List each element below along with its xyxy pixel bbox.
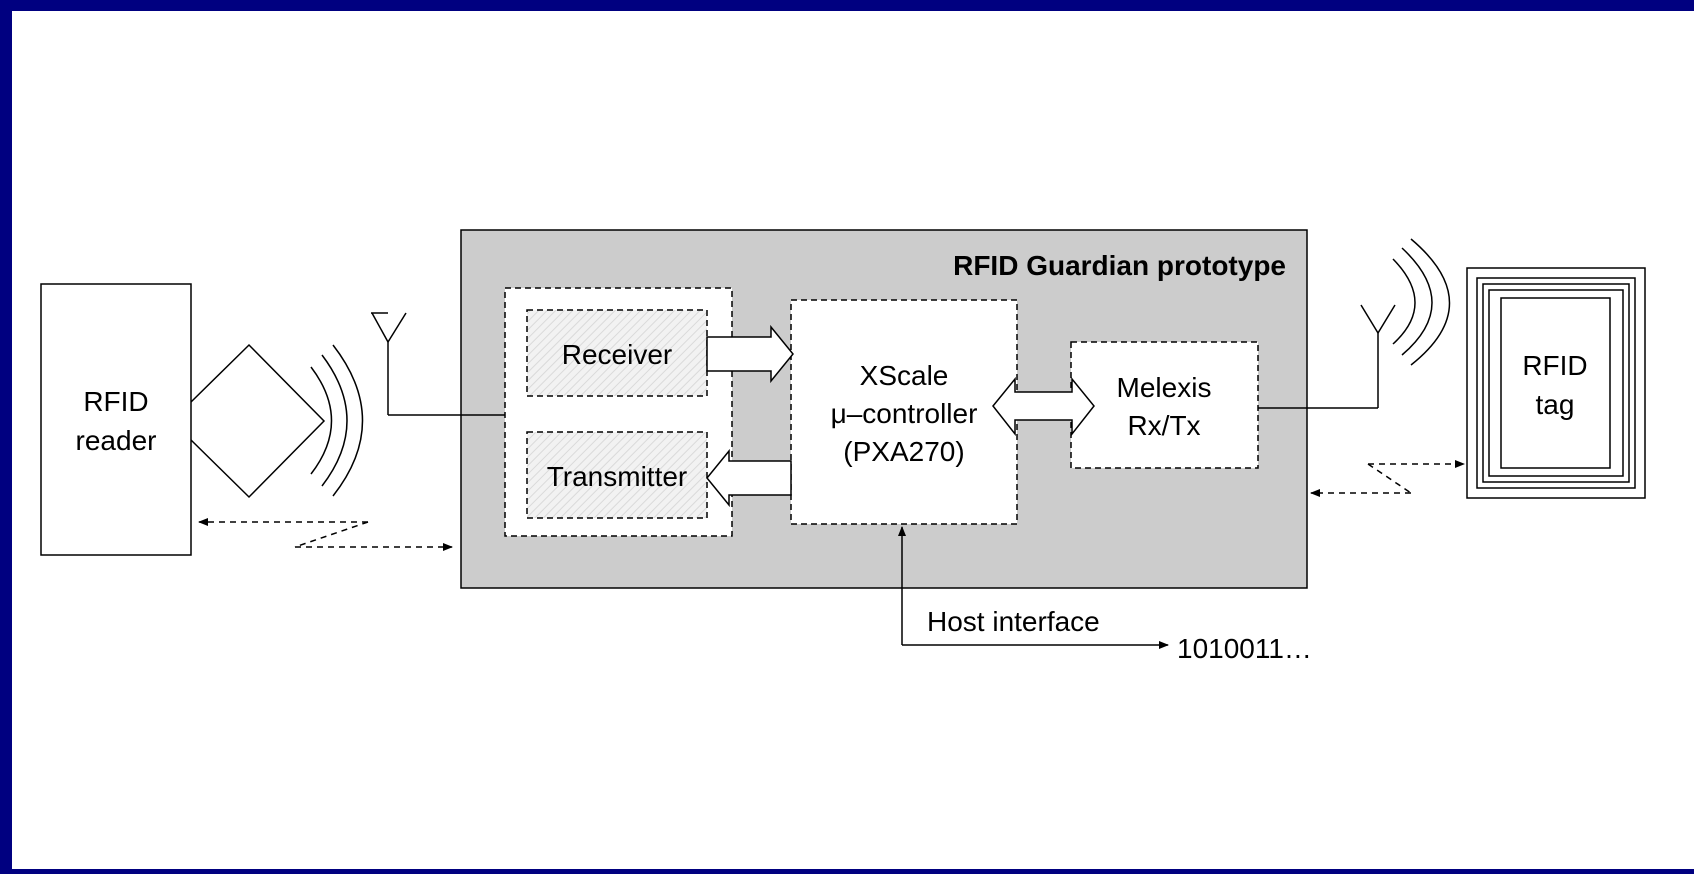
rfid-reader-box bbox=[40, 283, 192, 556]
controller-block: XScale μ–controller (PXA270) bbox=[790, 299, 1018, 525]
controller-label-line3: (PXA270) bbox=[843, 436, 964, 467]
block-arrows bbox=[706, 324, 1095, 508]
receiver-to-controller-arrow bbox=[706, 324, 794, 384]
melexis-box bbox=[1070, 341, 1259, 469]
rfid-tag-box bbox=[1466, 267, 1646, 499]
transmitter-block: Transmitter bbox=[526, 431, 708, 519]
receiver-box bbox=[526, 309, 708, 397]
receiver-label: Receiver bbox=[562, 339, 672, 370]
rfid-tag-label-line1: RFID bbox=[1522, 350, 1587, 381]
transmitter-label: Transmitter bbox=[547, 461, 688, 492]
host-interface: Host interface 1010011… bbox=[898, 526, 1312, 664]
melexis-label-line1: Melexis bbox=[1117, 372, 1212, 403]
host-interface-label: Host interface bbox=[927, 606, 1100, 637]
tag-coil-icon bbox=[1476, 277, 1636, 489]
controller-label-line2: μ–controller bbox=[831, 398, 978, 429]
melexis-block: Melexis Rx/Tx bbox=[1070, 341, 1259, 469]
melexis-label-line2: Rx/Tx bbox=[1127, 410, 1200, 441]
rfid-reader: RFID reader bbox=[40, 283, 192, 556]
guardian-title: RFID Guardian prototype bbox=[953, 250, 1286, 281]
reader-antenna-icon bbox=[190, 343, 364, 499]
rfid-tag: RFID tag bbox=[1466, 267, 1646, 499]
guardian-left-antenna-icon bbox=[371, 312, 505, 416]
controller-box bbox=[790, 299, 1018, 525]
controller-to-transmitter-arrow bbox=[706, 448, 792, 508]
bitstream-label: 1010011… bbox=[1177, 633, 1312, 664]
rfid-reader-label-line2: reader bbox=[76, 425, 157, 456]
rfid-tag-label-line2: tag bbox=[1536, 389, 1575, 420]
transmitter-box bbox=[526, 431, 708, 519]
reader-link-dashed bbox=[198, 518, 453, 551]
rfid-reader-label-line1: RFID bbox=[83, 386, 148, 417]
tag-link-dashed bbox=[1310, 460, 1465, 497]
receiver-block: Receiver bbox=[526, 309, 708, 397]
controller-label-line1: XScale bbox=[860, 360, 949, 391]
controller-melexis-bidirectional-arrow bbox=[992, 376, 1095, 437]
guardian-right-antenna-icon bbox=[1258, 238, 1451, 409]
